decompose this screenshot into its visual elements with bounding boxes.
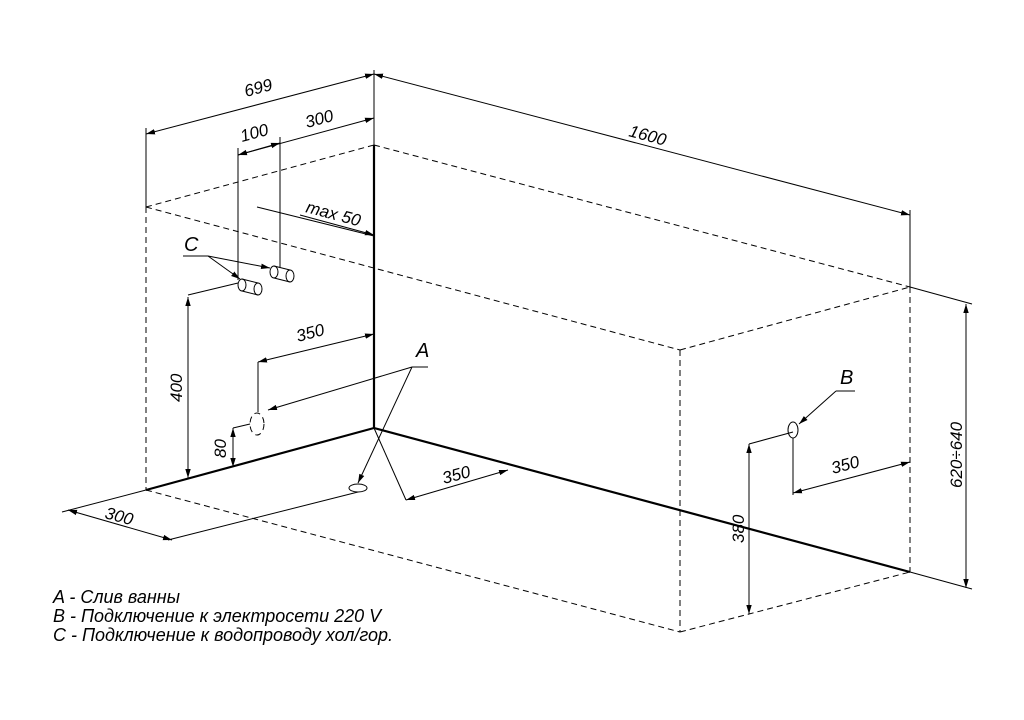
dim-350-wall-label: 350 <box>294 320 327 346</box>
dim-380-label: 380 <box>729 514 748 543</box>
legend-item-c: C - Подключение к водопроводу хол/гор. <box>53 625 394 645</box>
wall-floor-edges <box>145 145 911 574</box>
dim-300-floor-label: 300 <box>103 504 136 530</box>
dim-100-label: 100 <box>238 120 271 146</box>
marker-a-label: A <box>415 340 429 362</box>
dim-300-top-label: 300 <box>303 106 336 132</box>
legend: A - Слив ванны B - Подключение к электро… <box>53 588 393 645</box>
bathtub-outline <box>145 144 911 633</box>
dimension-lines-left <box>185 282 428 478</box>
legend-item-b: B - Подключение к электросети 220 V <box>53 606 382 626</box>
dim-699-label: 699 <box>242 75 275 101</box>
dimension-lines-right <box>746 286 973 614</box>
dim-400-label: 400 <box>167 373 186 402</box>
marker-c-label: C <box>184 234 199 256</box>
dim-350-floor-label: 350 <box>440 462 473 488</box>
dimension-lines-top <box>145 70 911 287</box>
dim-350-right-label: 350 <box>829 452 862 478</box>
dim-620-640-label: 620÷640 <box>947 421 966 488</box>
water-pipes <box>183 255 295 296</box>
marker-b-label: B <box>840 367 853 389</box>
dim-80-label: 80 <box>211 439 230 458</box>
drain-and-floor-dims <box>61 366 509 541</box>
legend-item-a: A - Слив ванны <box>53 587 180 607</box>
